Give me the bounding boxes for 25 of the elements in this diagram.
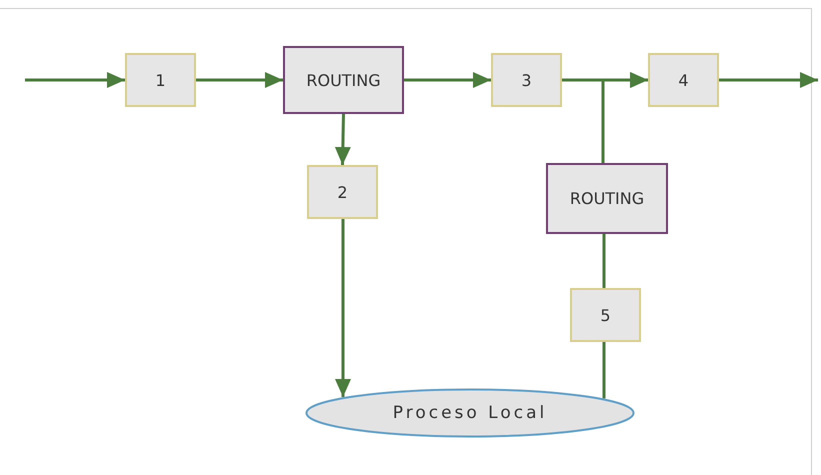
process-box: [125, 53, 196, 107]
process-box: [307, 165, 378, 219]
arrow: [196, 72, 283, 88]
arrow: [334, 114, 351, 166]
routing-box: [283, 46, 404, 114]
node-label: Proceso Local: [392, 403, 548, 423]
node-label: ROUTING: [570, 189, 644, 208]
process-box: [648, 53, 719, 107]
node-label: 5: [600, 306, 611, 324]
process-box: [491, 53, 562, 107]
node-label: 1: [155, 70, 166, 90]
arrow: [602, 72, 648, 163]
node-label: 2: [337, 182, 348, 202]
arrow: [404, 72, 491, 88]
connector-line: [602, 342, 606, 398]
node-label: 4: [678, 70, 689, 90]
node-label: ROUTING: [306, 70, 381, 90]
routing-box: [546, 163, 668, 234]
process-ellipse: [305, 388, 635, 438]
arrow: [719, 72, 818, 88]
arrow: [335, 219, 351, 398]
arrow: [25, 72, 125, 88]
process-box: [570, 288, 641, 342]
connector-line: [602, 234, 606, 288]
node-label: 3: [521, 70, 532, 90]
